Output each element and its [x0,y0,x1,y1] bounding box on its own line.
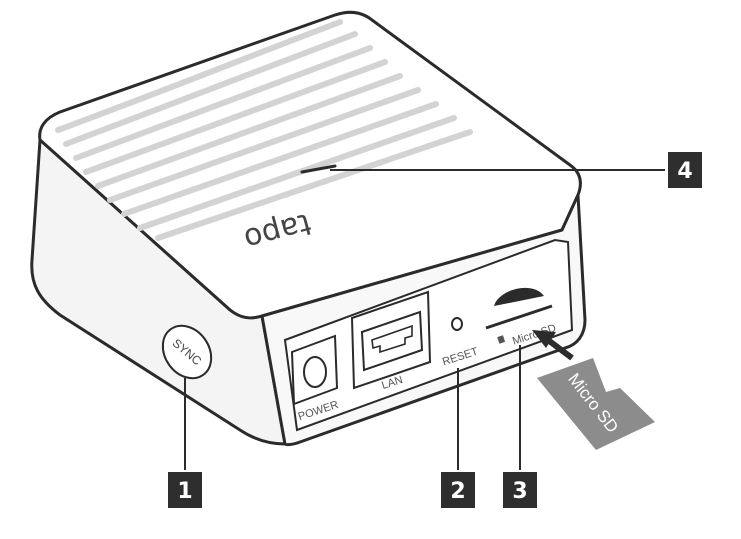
svg-text:4: 4 [677,159,692,184]
svg-text:1: 1 [177,479,192,504]
callout-badge-3: 3 [503,472,537,508]
microsd-card: Micro SD [537,358,655,450]
svg-text:2: 2 [450,479,465,504]
power-port: POWER [292,336,340,423]
callout-badge-4: 4 [668,152,702,188]
callout-badge-1: 1 [168,472,202,508]
svg-text:3: 3 [512,479,527,504]
callout-badge-2: 2 [441,472,475,508]
